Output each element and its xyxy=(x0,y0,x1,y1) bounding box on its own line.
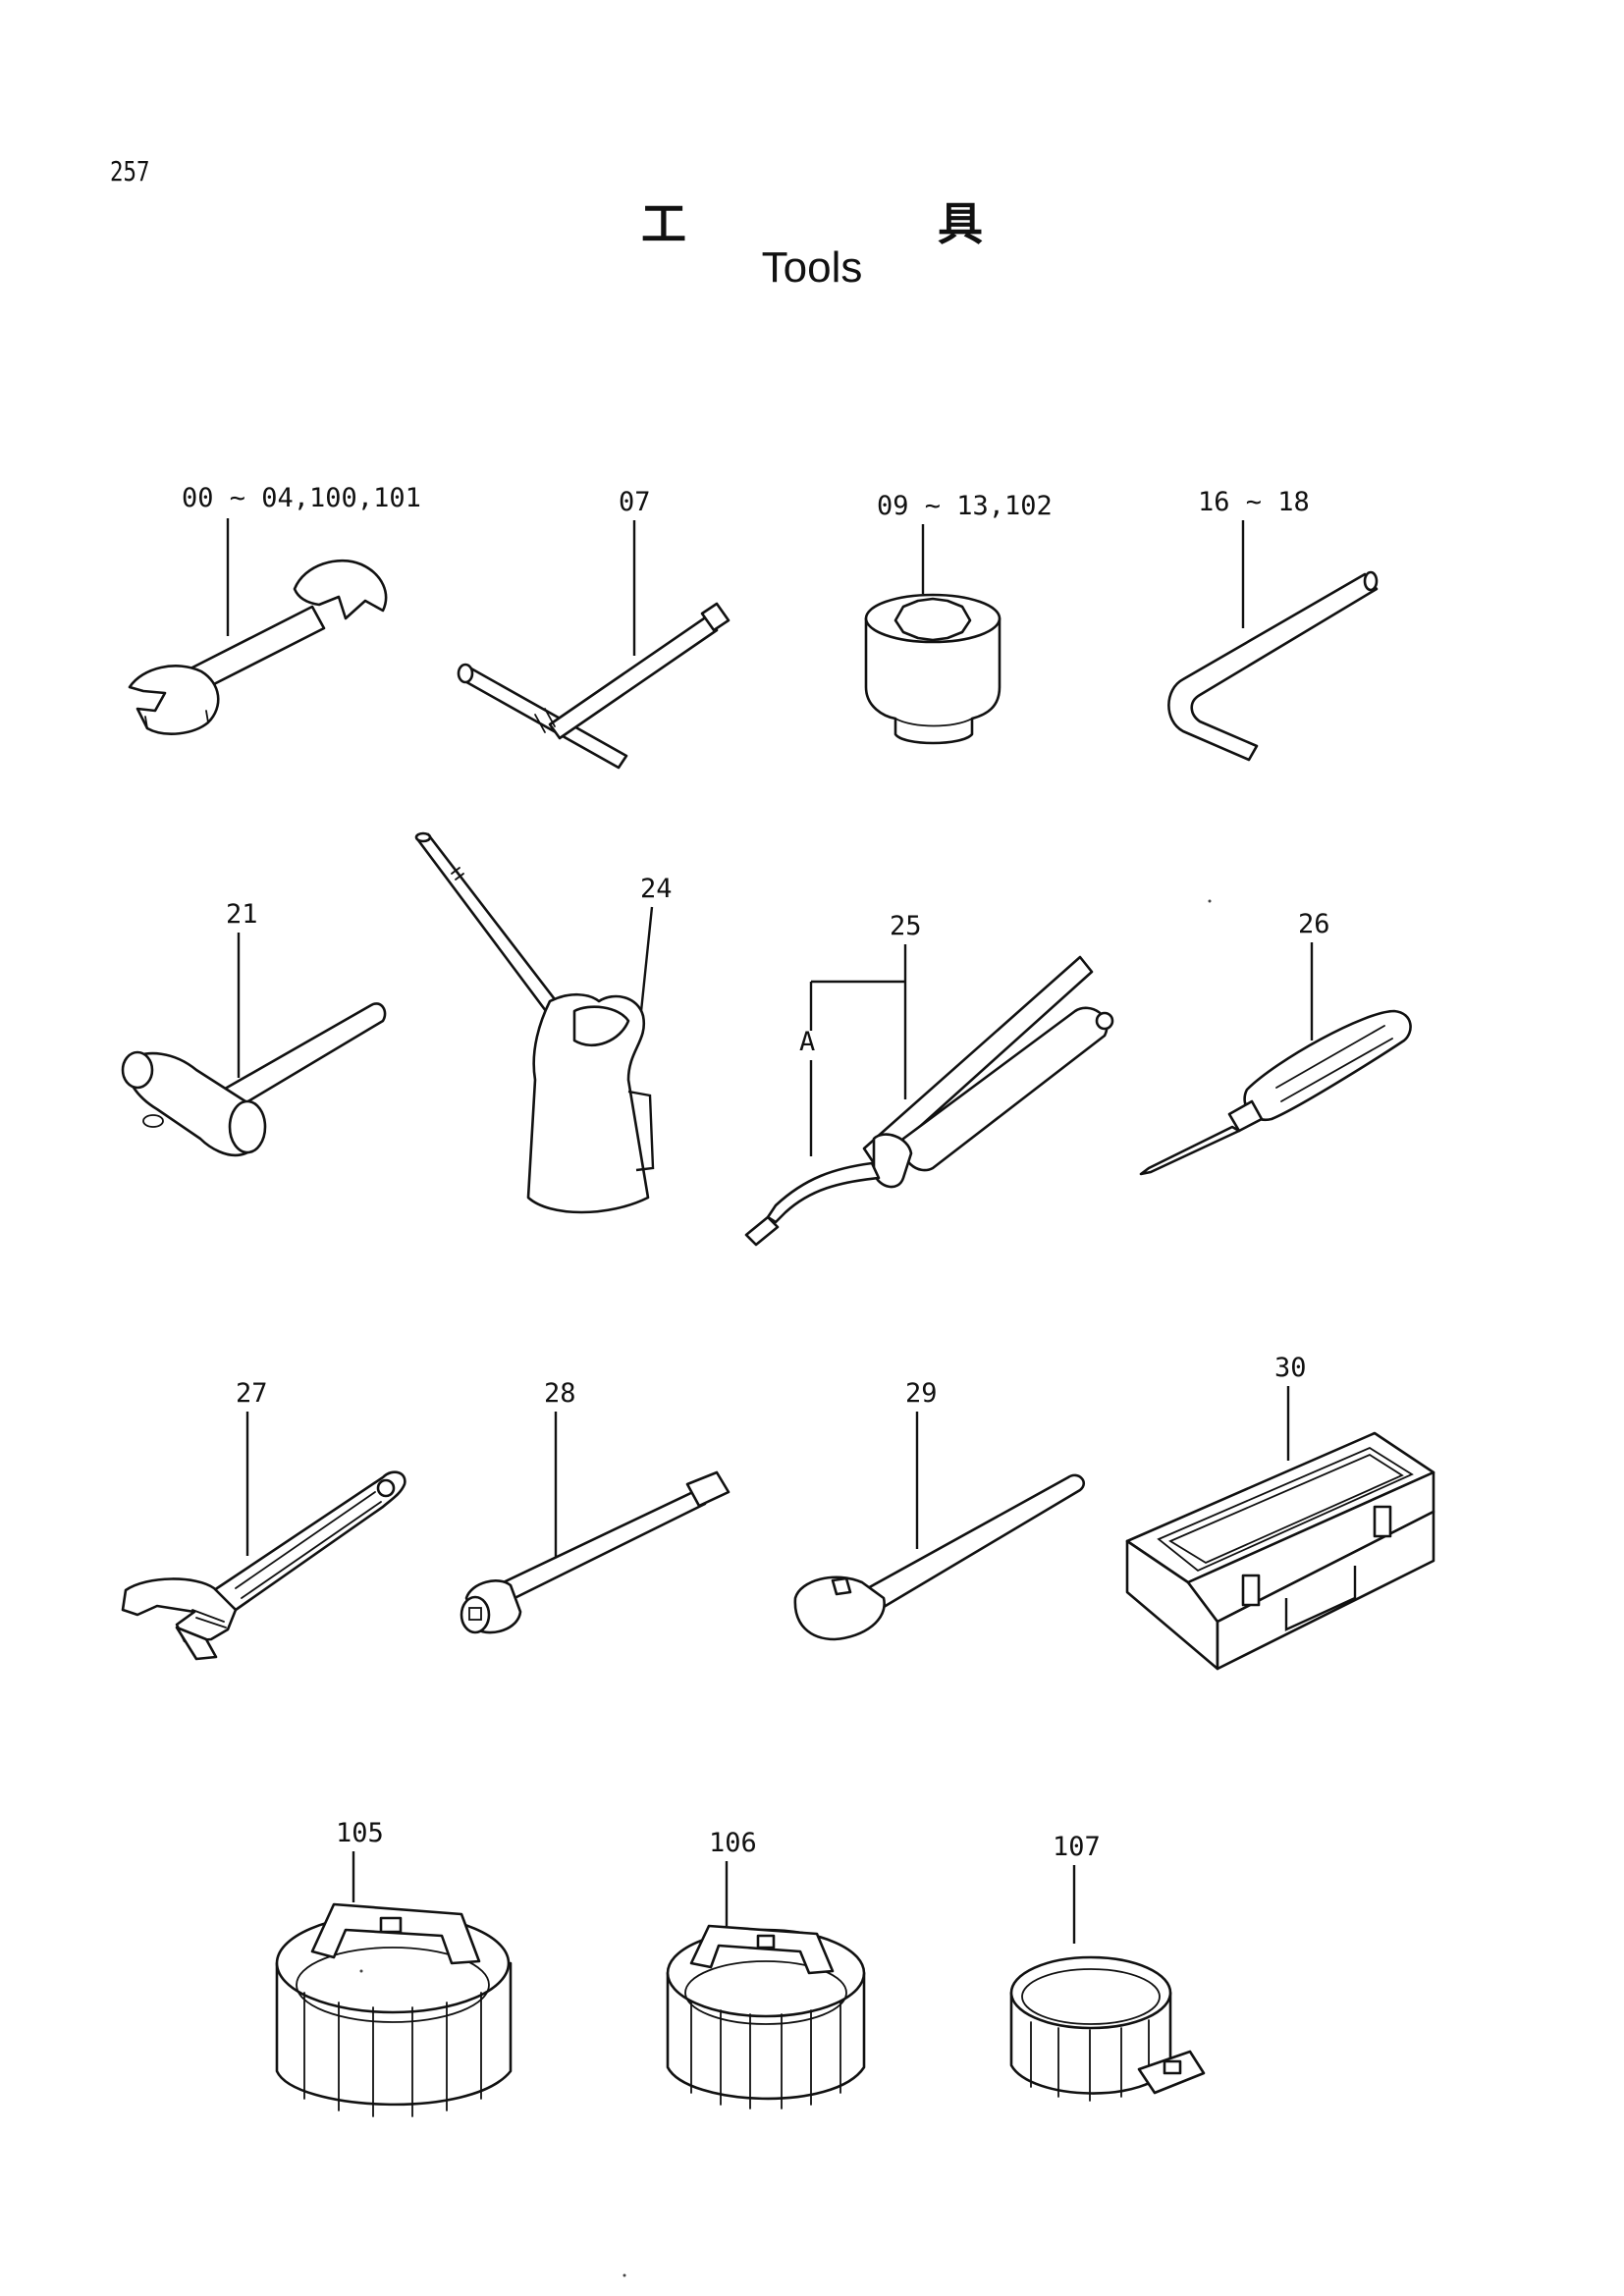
scan-speck xyxy=(1208,899,1212,903)
filter-wrench-strap-icon: 107 xyxy=(1009,1832,1206,2102)
extension-bar-icon: 28 xyxy=(460,1378,731,1634)
label-socket: 09 ~ 13,102 xyxy=(877,491,1053,521)
socket-icon: 09 ~ 13,102 xyxy=(864,491,1053,745)
t-handle-wrench-icon: 07 xyxy=(457,487,731,770)
label-filter-wrench-medium: 106 xyxy=(709,1828,757,1858)
hammer-icon: 21 xyxy=(121,899,387,1157)
label-open-end-wrench: 00 ~ 04,100,101 xyxy=(182,483,421,513)
ratchet-handle-icon: 29 xyxy=(793,1378,1086,1641)
page-title-japanese: 工 具 xyxy=(640,197,1101,250)
label-oil-can: 24 xyxy=(640,874,673,904)
label-filter-wrench-large: 105 xyxy=(336,1818,384,1848)
label-grease-gun: 25 xyxy=(890,911,922,941)
filter-wrench-large-icon: 105 xyxy=(275,1818,513,2117)
scan-speck xyxy=(359,1969,363,1973)
label-hex-key: 16 ~ 18 xyxy=(1198,487,1310,517)
filter-wrench-medium-icon: 106 xyxy=(666,1828,866,2109)
hex-key-icon: 16 ~ 18 xyxy=(1167,487,1379,762)
label-ratchet-handle: 29 xyxy=(905,1378,938,1409)
label-hammer: 21 xyxy=(226,899,258,930)
label-nozzle-callout: A xyxy=(799,1027,815,1057)
label-extension-bar: 28 xyxy=(544,1378,576,1409)
open-end-wrench-icon: 00 ~ 04,100,101 xyxy=(128,483,421,735)
screwdriver-icon: 26 xyxy=(1139,909,1412,1176)
oil-can-icon: 24 xyxy=(414,831,673,1214)
grease-gun-icon: 25 A xyxy=(744,911,1114,1247)
tool-box-icon: 30 xyxy=(1125,1353,1435,1671)
page-number: 257 xyxy=(110,155,150,187)
label-filter-wrench-strap: 107 xyxy=(1053,1832,1101,1862)
adjustable-wrench-icon: 27 xyxy=(121,1378,406,1661)
label-adjustable-wrench: 27 xyxy=(236,1378,268,1409)
scan-speck xyxy=(623,2273,626,2277)
page-title-english: Tools xyxy=(761,243,863,292)
label-tool-box: 30 xyxy=(1274,1353,1307,1383)
label-screwdriver: 26 xyxy=(1298,909,1330,939)
label-t-handle-wrench: 07 xyxy=(619,487,651,517)
